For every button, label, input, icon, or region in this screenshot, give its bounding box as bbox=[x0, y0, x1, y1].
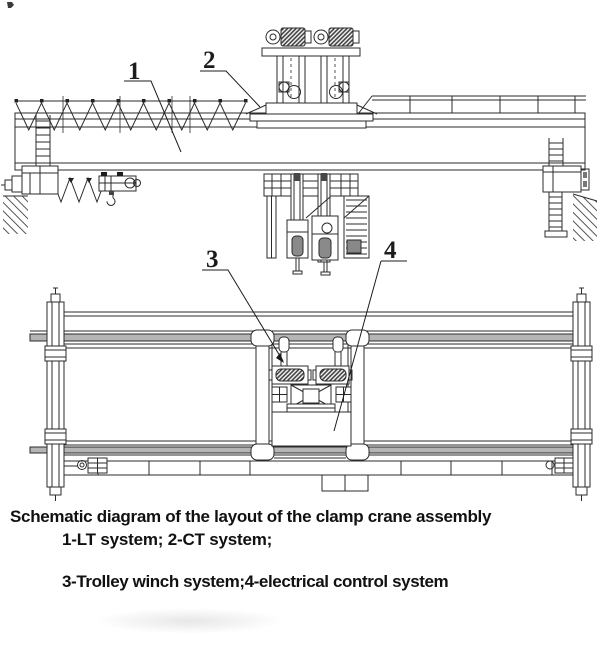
winch-drum bbox=[312, 365, 353, 385]
walkway-ticks bbox=[97, 461, 553, 475]
wheel-block bbox=[570, 428, 593, 445]
wheel-block bbox=[44, 345, 67, 362]
trolley-winch-frame bbox=[250, 329, 370, 461]
elevation-view bbox=[1, 27, 598, 276]
callouts: 1 2 3 4 bbox=[124, 47, 407, 432]
trolley-legs bbox=[276, 56, 350, 103]
callout-trolley-winch-system: 3 bbox=[202, 246, 284, 363]
handrail bbox=[357, 95, 586, 115]
runway-support-hatched bbox=[573, 194, 597, 241]
clamp-mechanism bbox=[263, 173, 370, 276]
travel-drive-right bbox=[545, 457, 574, 474]
winch-drum bbox=[268, 365, 312, 385]
clamp-jaw bbox=[311, 215, 339, 261]
callout-number-3: 3 bbox=[206, 246, 219, 273]
gearbox bbox=[290, 384, 332, 408]
ladder bbox=[548, 138, 564, 166]
ct-trolley bbox=[245, 27, 378, 129]
control-boxes bbox=[321, 474, 369, 492]
ladder bbox=[35, 115, 51, 166]
caption-title: Schematic diagram of the layout of the c… bbox=[10, 507, 492, 526]
caption-legend-1: 1-LT system; 2-CT system; bbox=[62, 530, 273, 549]
runway-support-hatched bbox=[3, 196, 28, 234]
buffer bbox=[49, 486, 62, 501]
buffer bbox=[576, 287, 587, 303]
watermark-smudge bbox=[95, 608, 285, 634]
end-carriage-right bbox=[570, 287, 593, 501]
wheel-block bbox=[44, 428, 67, 445]
plan-view bbox=[29, 287, 593, 501]
electrical-bay bbox=[271, 411, 352, 447]
callout-number-4: 4 bbox=[384, 237, 397, 264]
callout-number-2: 2 bbox=[203, 47, 216, 74]
wheel-block bbox=[570, 345, 593, 362]
clamp-jaw bbox=[286, 219, 309, 259]
hoist-wheels bbox=[101, 172, 123, 176]
cable-hangers bbox=[50, 178, 92, 183]
clamp-stair bbox=[343, 195, 370, 259]
rope-sheaves bbox=[294, 173, 327, 181]
lt-hoist bbox=[50, 172, 141, 206]
caption-legend-2: 3-Trolley winch system;4-electrical cont… bbox=[62, 572, 449, 591]
scan-artifact bbox=[7, 2, 14, 8]
callout-lt-system: 1 bbox=[124, 58, 182, 153]
end-truck-left bbox=[1, 115, 59, 234]
travel-drive-left bbox=[64, 457, 108, 474]
trolley-top-beam bbox=[261, 47, 361, 57]
callout-number-1: 1 bbox=[128, 58, 141, 85]
festoon-cable-system bbox=[14, 96, 248, 133]
callout-electrical-control-system: 4 bbox=[333, 237, 407, 432]
buffer bbox=[575, 486, 588, 501]
winch-motor-unit bbox=[313, 27, 360, 47]
ladder bbox=[548, 192, 563, 231]
plan-girder-top bbox=[29, 311, 591, 349]
trolley-saddle bbox=[245, 102, 378, 129]
end-carriage-left bbox=[44, 287, 67, 501]
end-truck-right bbox=[542, 138, 598, 241]
winch-motor-unit bbox=[265, 27, 312, 47]
crane-rail bbox=[29, 333, 591, 342]
buffer bbox=[50, 287, 61, 303]
callout-ct-system: 2 bbox=[200, 47, 261, 108]
crane-rail bbox=[29, 446, 591, 454]
